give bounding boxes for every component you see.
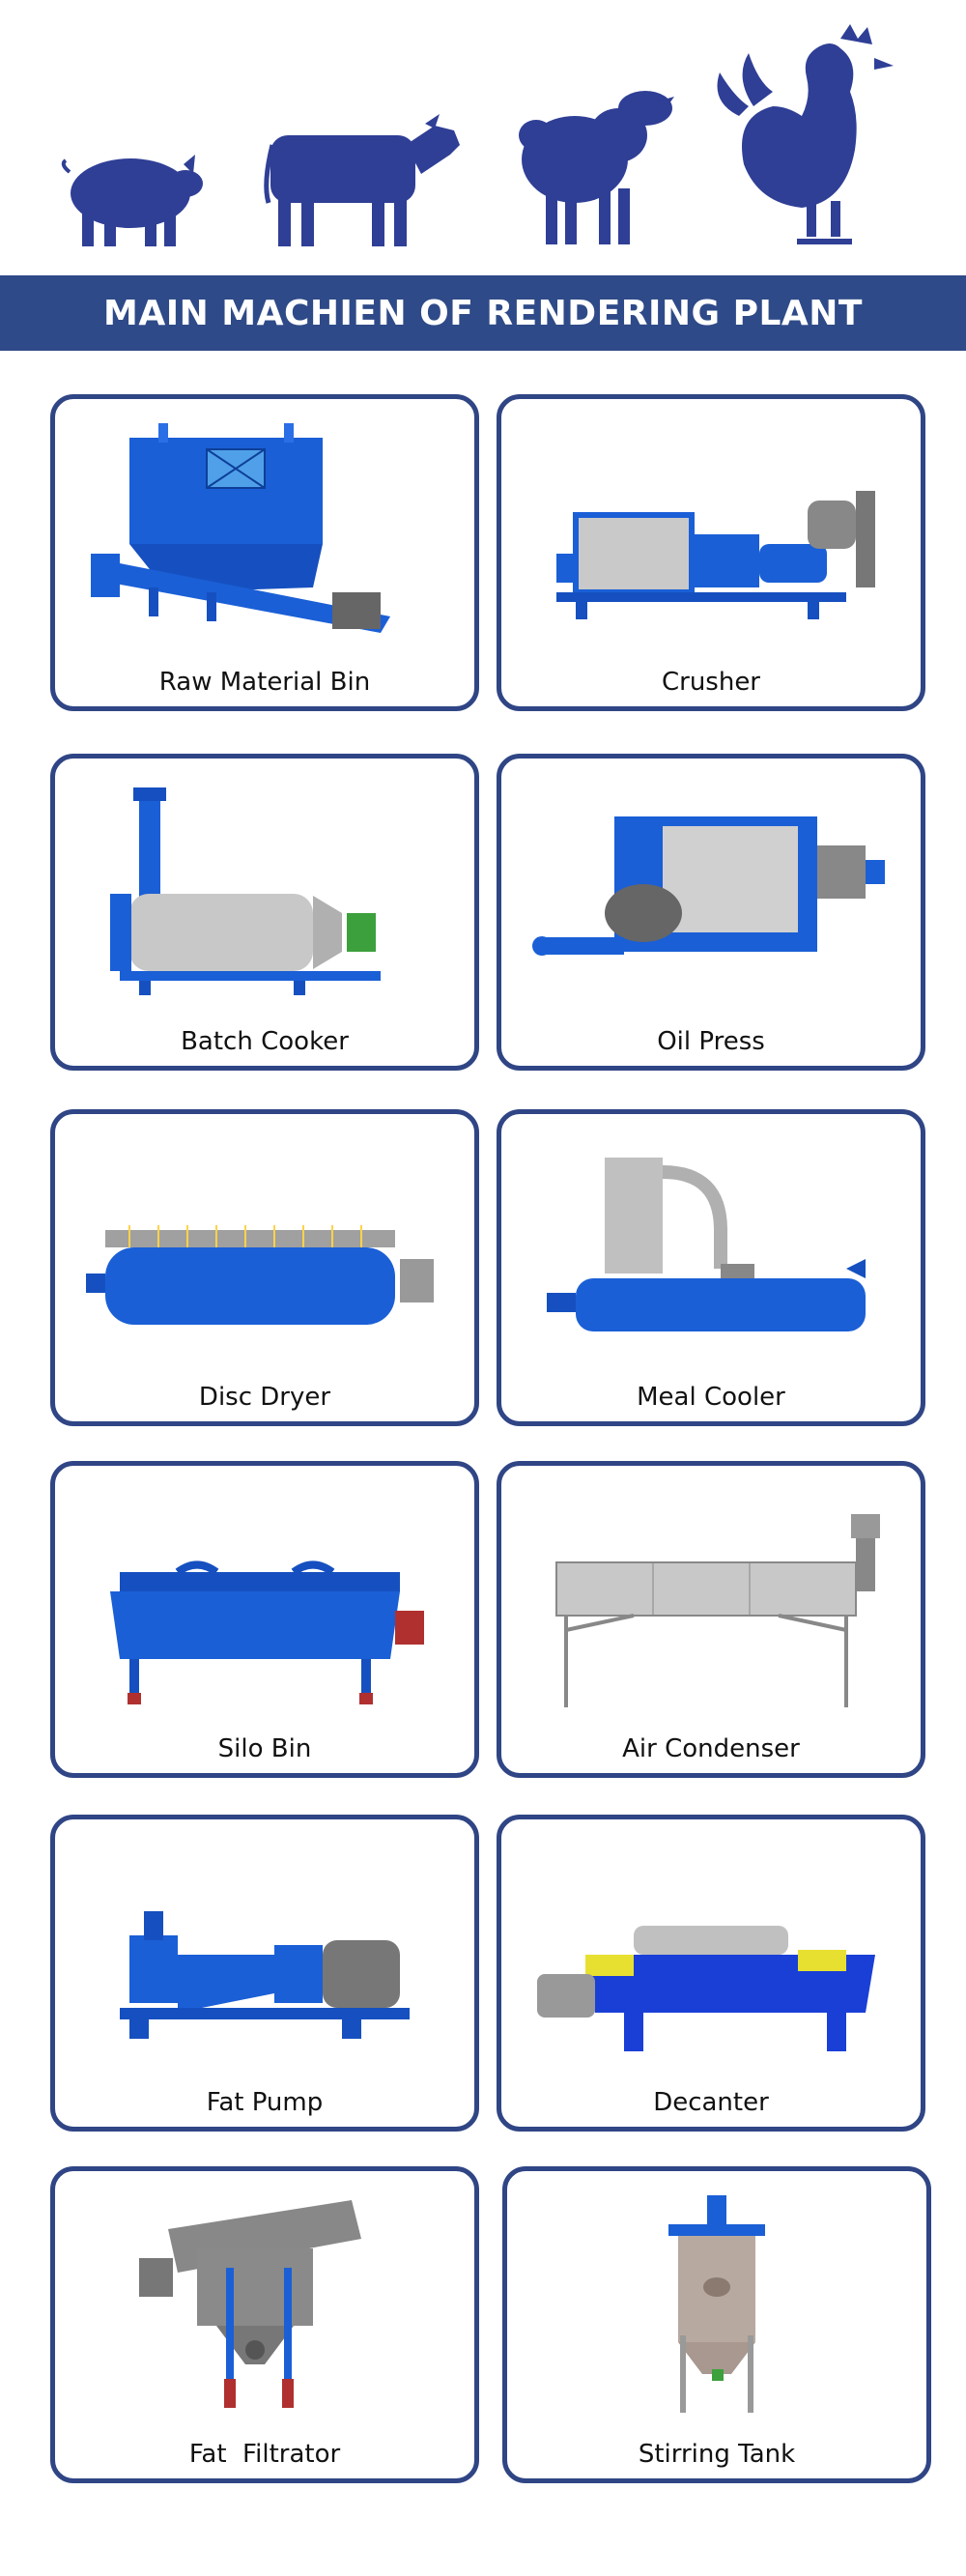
machine-label: Decanter xyxy=(653,2088,769,2117)
machine-label: Fat Pump xyxy=(206,2088,324,2117)
machine-card-disc-dryer: Disc Dryer xyxy=(50,1109,479,1426)
machine-label: Air Condenser xyxy=(622,1734,800,1763)
machine-label: Meal Cooler xyxy=(637,1383,785,1412)
pig-icon xyxy=(61,155,203,246)
disc-dryer-icon xyxy=(86,1225,434,1325)
machine-card-air-condenser: Air Condenser xyxy=(497,1461,925,1778)
machine-card-raw-material-bin: Raw Material Bin xyxy=(50,394,479,711)
meal-cooler-icon xyxy=(547,1158,866,1331)
crusher-icon xyxy=(556,491,875,619)
banner-title: MAIN MACHIEN OF RENDERING PLANT xyxy=(103,293,863,333)
fat-pump-icon xyxy=(120,1911,410,2039)
machine-card-decanter: Decanter xyxy=(497,1815,925,2132)
machine-card-oil-press: Oil Press xyxy=(497,754,925,1071)
machine-card-meal-cooler: Meal Cooler xyxy=(497,1109,925,1426)
sheep-icon xyxy=(519,91,674,244)
machine-label: Silo Bin xyxy=(217,1734,312,1763)
machine-label: Fat Filtrator xyxy=(188,2440,341,2469)
air-condenser-icon xyxy=(555,1514,880,1707)
machine-label: Raw Material Bin xyxy=(158,668,371,697)
cow-icon xyxy=(264,114,460,246)
machine-card-stirring-tank: Stirring Tank xyxy=(502,2166,931,2483)
machine-label: Oil Press xyxy=(657,1027,765,1056)
machine-card-crusher: Crusher xyxy=(497,394,925,711)
title-banner: MAIN MACHIEN OF RENDERING PLANT xyxy=(0,275,966,351)
raw-material-bin-icon xyxy=(91,423,390,633)
machine-card-silo-bin: Silo Bin xyxy=(50,1461,479,1778)
batch-cooker-icon xyxy=(110,787,381,995)
machine-label: Stirring Tank xyxy=(638,2440,796,2469)
stirring-tank-icon xyxy=(668,2195,765,2413)
machine-label: Batch Cooker xyxy=(181,1027,349,1056)
animal-silhouettes xyxy=(61,24,894,246)
rooster-icon xyxy=(717,24,894,244)
machine-card-fat-pump: Fat Pump xyxy=(50,1815,479,2132)
fat-filtrator-icon xyxy=(139,2200,361,2408)
decanter-icon xyxy=(537,1926,875,2051)
silo-bin-icon xyxy=(110,1560,424,1704)
machine-label: Disc Dryer xyxy=(198,1383,331,1412)
machine-label: Crusher xyxy=(661,668,761,697)
machine-card-fat-filtrator: Fat Filtrator xyxy=(50,2166,479,2483)
oil-press-icon xyxy=(532,816,885,956)
machine-card-batch-cooker: Batch Cooker xyxy=(50,754,479,1071)
